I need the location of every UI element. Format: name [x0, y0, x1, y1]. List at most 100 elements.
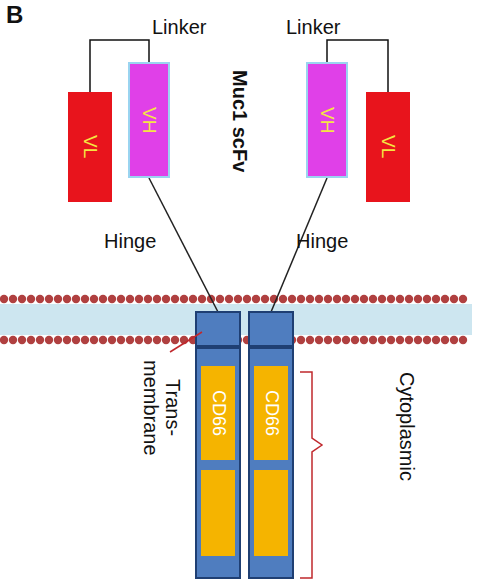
lipid-head	[153, 336, 161, 344]
lipid-head	[396, 336, 404, 344]
domain-label: VH	[316, 107, 338, 133]
lipid-head	[36, 295, 44, 303]
domain-label: CD66	[261, 390, 282, 436]
lipid-head	[54, 336, 62, 344]
lipid-head	[306, 336, 314, 344]
cd66-domain: CD66	[201, 366, 235, 460]
lipid-head	[99, 336, 107, 344]
lipid-head	[18, 295, 26, 303]
lipid-head	[153, 295, 161, 303]
domain-label: CD66	[208, 390, 229, 436]
lipid-head	[144, 336, 152, 344]
lipid-head	[117, 336, 125, 344]
lipid-head	[423, 336, 431, 344]
lipid-head	[333, 336, 341, 344]
lipid-head	[0, 336, 8, 344]
lipid-head	[252, 295, 260, 303]
transmembrane-box	[196, 312, 240, 346]
lipid-head	[306, 295, 314, 303]
lipid-head	[324, 336, 332, 344]
lipid-head	[414, 295, 422, 303]
edge-label: Linker	[286, 16, 340, 38]
lipid-head	[351, 336, 359, 344]
lipid-head	[126, 295, 134, 303]
lipid-head	[0, 295, 8, 303]
lipid-head	[234, 295, 242, 303]
vh-domain: VH	[306, 62, 348, 178]
domain-label: VL	[79, 135, 101, 158]
vl-domain: VL	[366, 92, 410, 202]
lipid-head	[459, 295, 467, 303]
lipid-head	[225, 295, 233, 303]
part-label: Cytoplasmic	[396, 372, 418, 481]
lipid-head	[108, 336, 116, 344]
lipid-head	[279, 295, 287, 303]
edge-label: Linker	[152, 16, 206, 38]
lipid-head	[18, 336, 26, 344]
lipid-head	[9, 336, 17, 344]
cytoplasmic-column	[249, 348, 293, 578]
lipid-head	[441, 295, 449, 303]
lipid-head	[72, 336, 80, 344]
cd66-segment	[201, 470, 235, 556]
lipid-head	[396, 295, 404, 303]
lipid-head	[54, 295, 62, 303]
lipid-head	[63, 336, 71, 344]
lipid-head	[243, 295, 251, 303]
lipid-head	[432, 295, 440, 303]
lipid-head	[189, 295, 197, 303]
leader-line	[170, 332, 202, 352]
lipid-head	[198, 295, 206, 303]
lipid-head	[288, 295, 296, 303]
lipid-head	[63, 295, 71, 303]
lipid-head	[162, 295, 170, 303]
lipid-head	[90, 295, 98, 303]
lipid-head	[315, 336, 323, 344]
lipid-head	[126, 336, 134, 344]
lipid-head	[144, 295, 152, 303]
lipid-head	[171, 336, 179, 344]
lipid-head	[432, 336, 440, 344]
lipid-head	[162, 336, 170, 344]
vh-domain: VH	[128, 62, 170, 178]
transmembrane-box	[249, 312, 293, 346]
lipid-head	[45, 336, 53, 344]
lipid-head	[99, 295, 107, 303]
lipid-head	[378, 336, 386, 344]
lipid-head	[72, 295, 80, 303]
lipid-head	[36, 336, 44, 344]
part-label: Hinge	[104, 230, 156, 252]
lipid-head	[450, 295, 458, 303]
lipid-head	[117, 295, 125, 303]
panel-letter: B	[6, 2, 23, 28]
lipid-head	[414, 336, 422, 344]
construct-name: Muc1 scFv	[229, 70, 251, 172]
lipid-head	[387, 295, 395, 303]
domain-label: VH	[138, 107, 160, 133]
lipid-head	[81, 336, 89, 344]
lipid-head	[450, 336, 458, 344]
lipid-head	[360, 336, 368, 344]
lipid-head	[108, 295, 116, 303]
lipid-head	[180, 295, 188, 303]
lipid-head	[378, 295, 386, 303]
lipid-head	[459, 336, 467, 344]
lipid-head	[27, 336, 35, 344]
lipid-head	[324, 295, 332, 303]
lipid-head	[387, 336, 395, 344]
lipid-head	[342, 336, 350, 344]
cd66-domain: CD66	[254, 366, 288, 460]
lipid-head	[441, 336, 449, 344]
lipid-head	[333, 295, 341, 303]
lipid-head	[360, 295, 368, 303]
bracket	[300, 372, 322, 578]
cytoplasmic-column	[196, 348, 240, 578]
lipid-head	[297, 336, 305, 344]
lipid-head	[90, 336, 98, 344]
lipid-head	[369, 295, 377, 303]
lipid-head	[171, 295, 179, 303]
part-label: Hinge	[296, 230, 348, 252]
lipid-head	[81, 295, 89, 303]
lipid-head	[135, 336, 143, 344]
